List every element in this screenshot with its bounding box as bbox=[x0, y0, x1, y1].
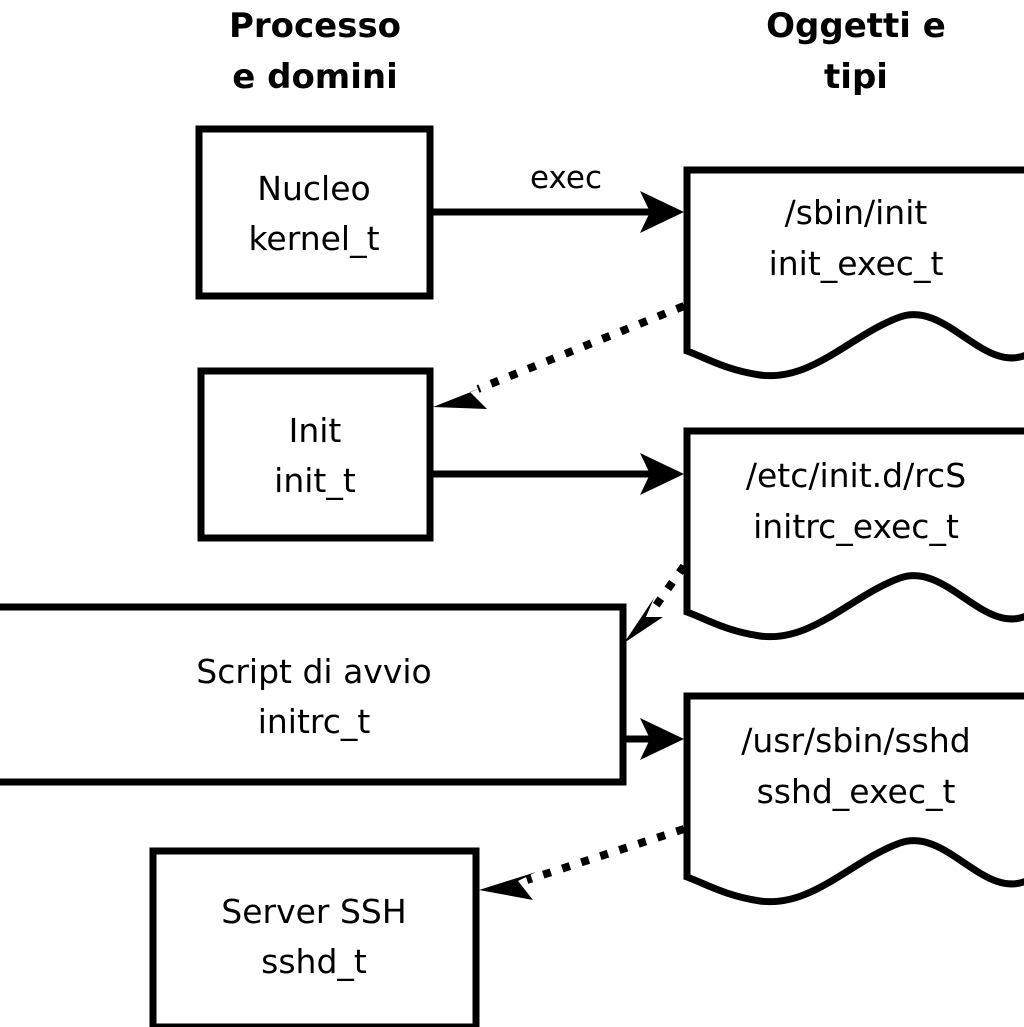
node-domain-kernel-line1: Nucleo bbox=[257, 169, 370, 208]
node-domain-initrc-line2: initrc_t bbox=[258, 702, 371, 741]
node-object-initrc-exec[interactable]: /etc/init.d/rcS initrc_exec_t bbox=[683, 427, 1024, 641]
node-object-init-exec-line1: /sbin/init bbox=[785, 193, 928, 232]
edge-init-exec-to-init bbox=[433, 302, 686, 409]
node-domain-sshd-box[interactable] bbox=[149, 847, 480, 1027]
node-domain-initrc[interactable]: Script di avvio initrc_t bbox=[0, 603, 627, 786]
edge-sshd-exec-to-sshd-line bbox=[525, 825, 686, 884]
edge-kernel-to-init-exec-arrowhead bbox=[640, 191, 684, 233]
node-domain-init-box[interactable] bbox=[197, 367, 434, 542]
node-object-sshd-exec-shape[interactable] bbox=[683, 692, 1024, 906]
column-header-left: Processo e domini bbox=[229, 6, 401, 97]
edge-initrc-to-sshd-exec-arrowhead bbox=[640, 718, 684, 760]
node-object-init-exec[interactable]: /sbin/init init_exec_t bbox=[683, 166, 1024, 380]
edge-initrc-exec-to-initrc-arrowhead bbox=[624, 598, 663, 643]
column-header-left-line1: Processo bbox=[229, 6, 401, 46]
edge-init-exec-to-init-arrowhead bbox=[433, 386, 487, 409]
node-domain-kernel-line2: kernel_t bbox=[248, 219, 379, 258]
node-object-sshd-exec[interactable]: /usr/sbin/sshd sshd_exec_t bbox=[683, 692, 1024, 906]
edge-initrc-to-sshd-exec bbox=[626, 718, 684, 760]
edge-init-to-initrc-exec bbox=[430, 453, 684, 495]
edge-initrc-exec-to-initrc bbox=[624, 563, 688, 643]
node-domain-init[interactable]: Init init_t bbox=[197, 367, 434, 542]
node-object-sshd-exec-line1: /usr/sbin/sshd bbox=[741, 721, 971, 760]
node-domain-kernel-box[interactable] bbox=[195, 125, 434, 300]
node-domain-kernel[interactable]: Nucleo kernel_t bbox=[195, 125, 434, 300]
edge-kernel-to-init-exec: exec bbox=[432, 160, 684, 233]
node-domain-sshd-line1: Server SSH bbox=[221, 892, 406, 931]
column-header-left-line2: e domini bbox=[232, 57, 398, 97]
node-object-init-exec-line2: init_exec_t bbox=[769, 244, 944, 283]
node-domain-initrc-box[interactable] bbox=[0, 603, 627, 786]
edge-sshd-exec-to-sshd bbox=[479, 825, 686, 900]
column-header-right-line1: Oggetti e bbox=[766, 6, 946, 46]
node-object-init-exec-shape[interactable] bbox=[683, 166, 1024, 380]
node-domain-init-line2: init_t bbox=[274, 461, 356, 500]
node-object-initrc-exec-shape[interactable] bbox=[683, 427, 1024, 641]
node-domain-sshd[interactable]: Server SSH sshd_t bbox=[149, 847, 480, 1027]
column-header-right-line2: tipi bbox=[824, 57, 888, 97]
node-object-sshd-exec-line2: sshd_exec_t bbox=[757, 772, 956, 811]
edge-init-exec-to-init-line bbox=[476, 302, 686, 393]
edge-label-exec: exec bbox=[530, 160, 602, 196]
node-object-initrc-exec-line1: /etc/init.d/rcS bbox=[746, 456, 966, 495]
node-domain-sshd-line2: sshd_t bbox=[261, 942, 367, 981]
edge-initrc-exec-to-initrc-line bbox=[646, 563, 688, 617]
node-object-initrc-exec-line2: initrc_exec_t bbox=[753, 507, 959, 546]
edge-sshd-exec-to-sshd-arrowhead bbox=[479, 872, 536, 900]
column-header-right: Oggetti e tipi bbox=[766, 6, 946, 97]
node-domain-initrc-line1: Script di avvio bbox=[196, 652, 431, 691]
node-domain-init-line1: Init bbox=[289, 411, 342, 450]
edge-init-to-initrc-exec-arrowhead bbox=[640, 453, 684, 495]
